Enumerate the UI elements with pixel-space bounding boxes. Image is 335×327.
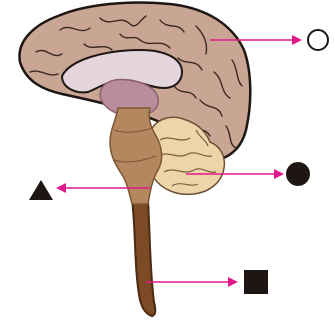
spinal-cord-marker-square-filled-icon <box>244 270 268 294</box>
cerebrum-marker-circle-outline-icon <box>308 30 328 50</box>
cerebellum-marker-circle-filled-icon <box>286 162 310 186</box>
brainstem-marker-triangle-filled-icon <box>29 180 53 200</box>
brainstem <box>110 108 162 204</box>
spinal-cord <box>132 200 155 316</box>
